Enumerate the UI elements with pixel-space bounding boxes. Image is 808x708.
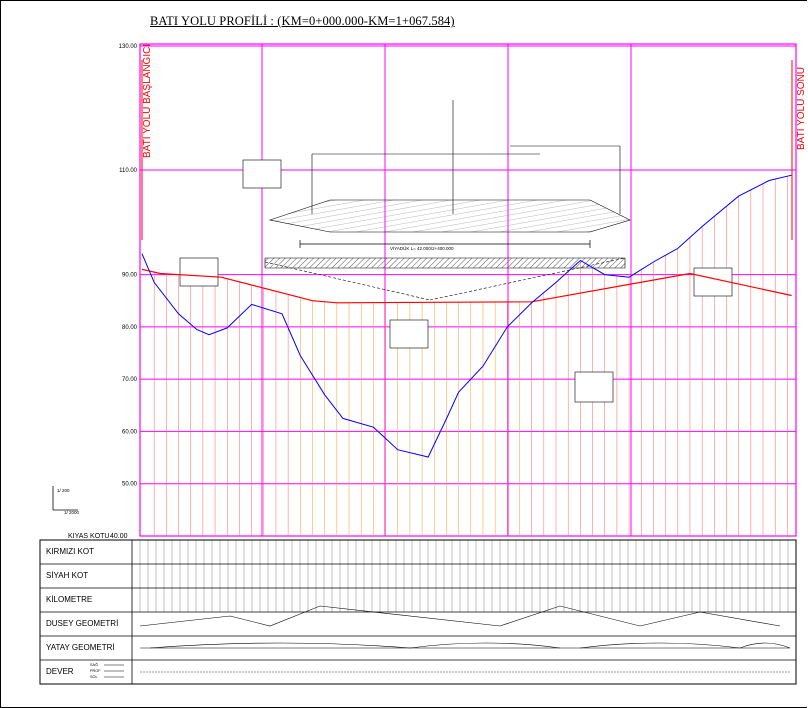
dever-legend-item: SAĞ	[90, 662, 98, 667]
scale-indicator: 1/ 200 1/ 2000	[52, 486, 80, 515]
end-label: BATI YOLU SONU	[796, 67, 807, 150]
y-axis-labels: 130.00 110.00 90.00 80.00 70.00 60.00 50.00	[119, 44, 138, 488]
end-marker: BATI YOLU SONU	[791, 60, 807, 240]
y-tick-label: 90.00	[122, 273, 138, 279]
dever-legend-item: PROF	[90, 669, 101, 673]
table-row-label: DUSEY GEOMETRİ	[46, 619, 118, 628]
grid-border	[139, 43, 797, 537]
viaduct-dash-b	[429, 257, 626, 301]
y-tick-label: 130.00	[119, 44, 138, 50]
curve-box-5	[693, 267, 733, 297]
curve-box-2	[179, 257, 219, 287]
vertical-geometry-line	[139, 605, 781, 627]
profile-table: KIRMIZI KOT SİYAH KOT KİLOMETRE DUSEY GEOME…	[39, 539, 797, 685]
profile-title: BATI YOLU PROFİLİ : (KM=0+000.000-KM=1+0…	[150, 14, 455, 28]
horizontal-curve	[409, 642, 561, 649]
vertical-scale: 1/ 200	[57, 488, 70, 493]
viaduct-upper-sketch	[268, 199, 631, 233]
design-grade-line	[141, 268, 792, 304]
curve-box-1	[242, 159, 282, 189]
viaduct: VİYADÜK L= 42.000/2+400.000	[264, 199, 631, 301]
dever-legend-item: SOL	[90, 675, 98, 679]
kiyas-value: 40.00	[110, 533, 128, 540]
horizontal-curve	[579, 642, 741, 649]
horizontal-curve	[149, 642, 411, 649]
viaduct-dash-a	[264, 261, 431, 301]
table-row-label: YATAY GEOMETRİ	[46, 643, 115, 652]
y-tick-label: 110.00	[119, 168, 138, 174]
viaduct-deck-hatch	[264, 257, 626, 269]
curve-box-3	[389, 319, 429, 349]
horizontal-scale: 1/ 2000	[64, 510, 80, 515]
table-row-label: KİLOMETRE	[46, 595, 92, 604]
start-label: BATI YOLU BAŞLANGICI	[142, 44, 153, 158]
kiyas-label: KIYAS KOTU	[68, 533, 110, 540]
curve-box-4	[574, 371, 614, 403]
table-row-label: DEVER	[46, 667, 74, 676]
natural-ground-line	[141, 174, 792, 458]
start-marker: BATI YOLU BAŞLANGICI	[141, 44, 153, 240]
y-tick-label: 80.00	[122, 325, 138, 331]
horizontal-curve	[739, 642, 791, 649]
y-tick-label: 50.00	[122, 482, 138, 488]
y-tick-label: 60.00	[122, 429, 138, 435]
curve-callouts	[179, 100, 733, 403]
viaduct-label: VİYADÜK L= 42.000/2+400.000	[390, 245, 454, 251]
y-tick-label: 70.00	[122, 377, 138, 383]
table-row-label: KIRMIZI KOT	[46, 547, 94, 556]
table-row-label: SİYAH KOT	[46, 571, 88, 580]
